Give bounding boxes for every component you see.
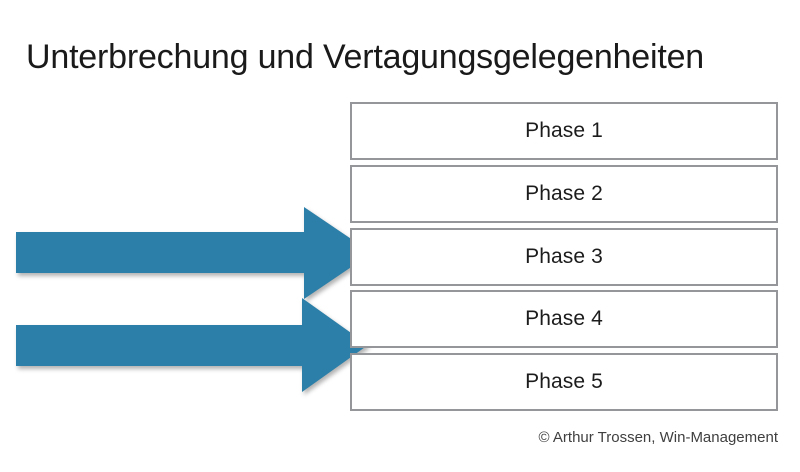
arrow-to-phase-3-icon [16, 203, 372, 307]
arrow-to-phase-4-icon [16, 294, 368, 398]
phase-box[interactable]: Phase 5 [350, 353, 778, 411]
phase-label: Phase 5 [525, 370, 603, 393]
phase-box[interactable]: Phase 3 [350, 227, 778, 286]
page-title: Unterbrechung und Vertagungsgelegenheite… [26, 37, 705, 76]
phase-label: Phase 4 [525, 307, 603, 331]
copyright-credit: © Arthur Trossen, Win-Management [538, 429, 778, 446]
phase-label: Phase 2 [525, 181, 603, 205]
phase-label: Phase 1 [525, 119, 603, 142]
phase-box[interactable]: Phase 1 [350, 102, 778, 160]
phase-label: Phase 3 [525, 244, 603, 268]
phase-stack: Phase 1 Phase 2 Phase 3 Phase 4 Phase 5 [350, 102, 778, 411]
phase-box[interactable]: Phase 4 [350, 290, 778, 349]
phase-box[interactable]: Phase 2 [350, 164, 778, 223]
